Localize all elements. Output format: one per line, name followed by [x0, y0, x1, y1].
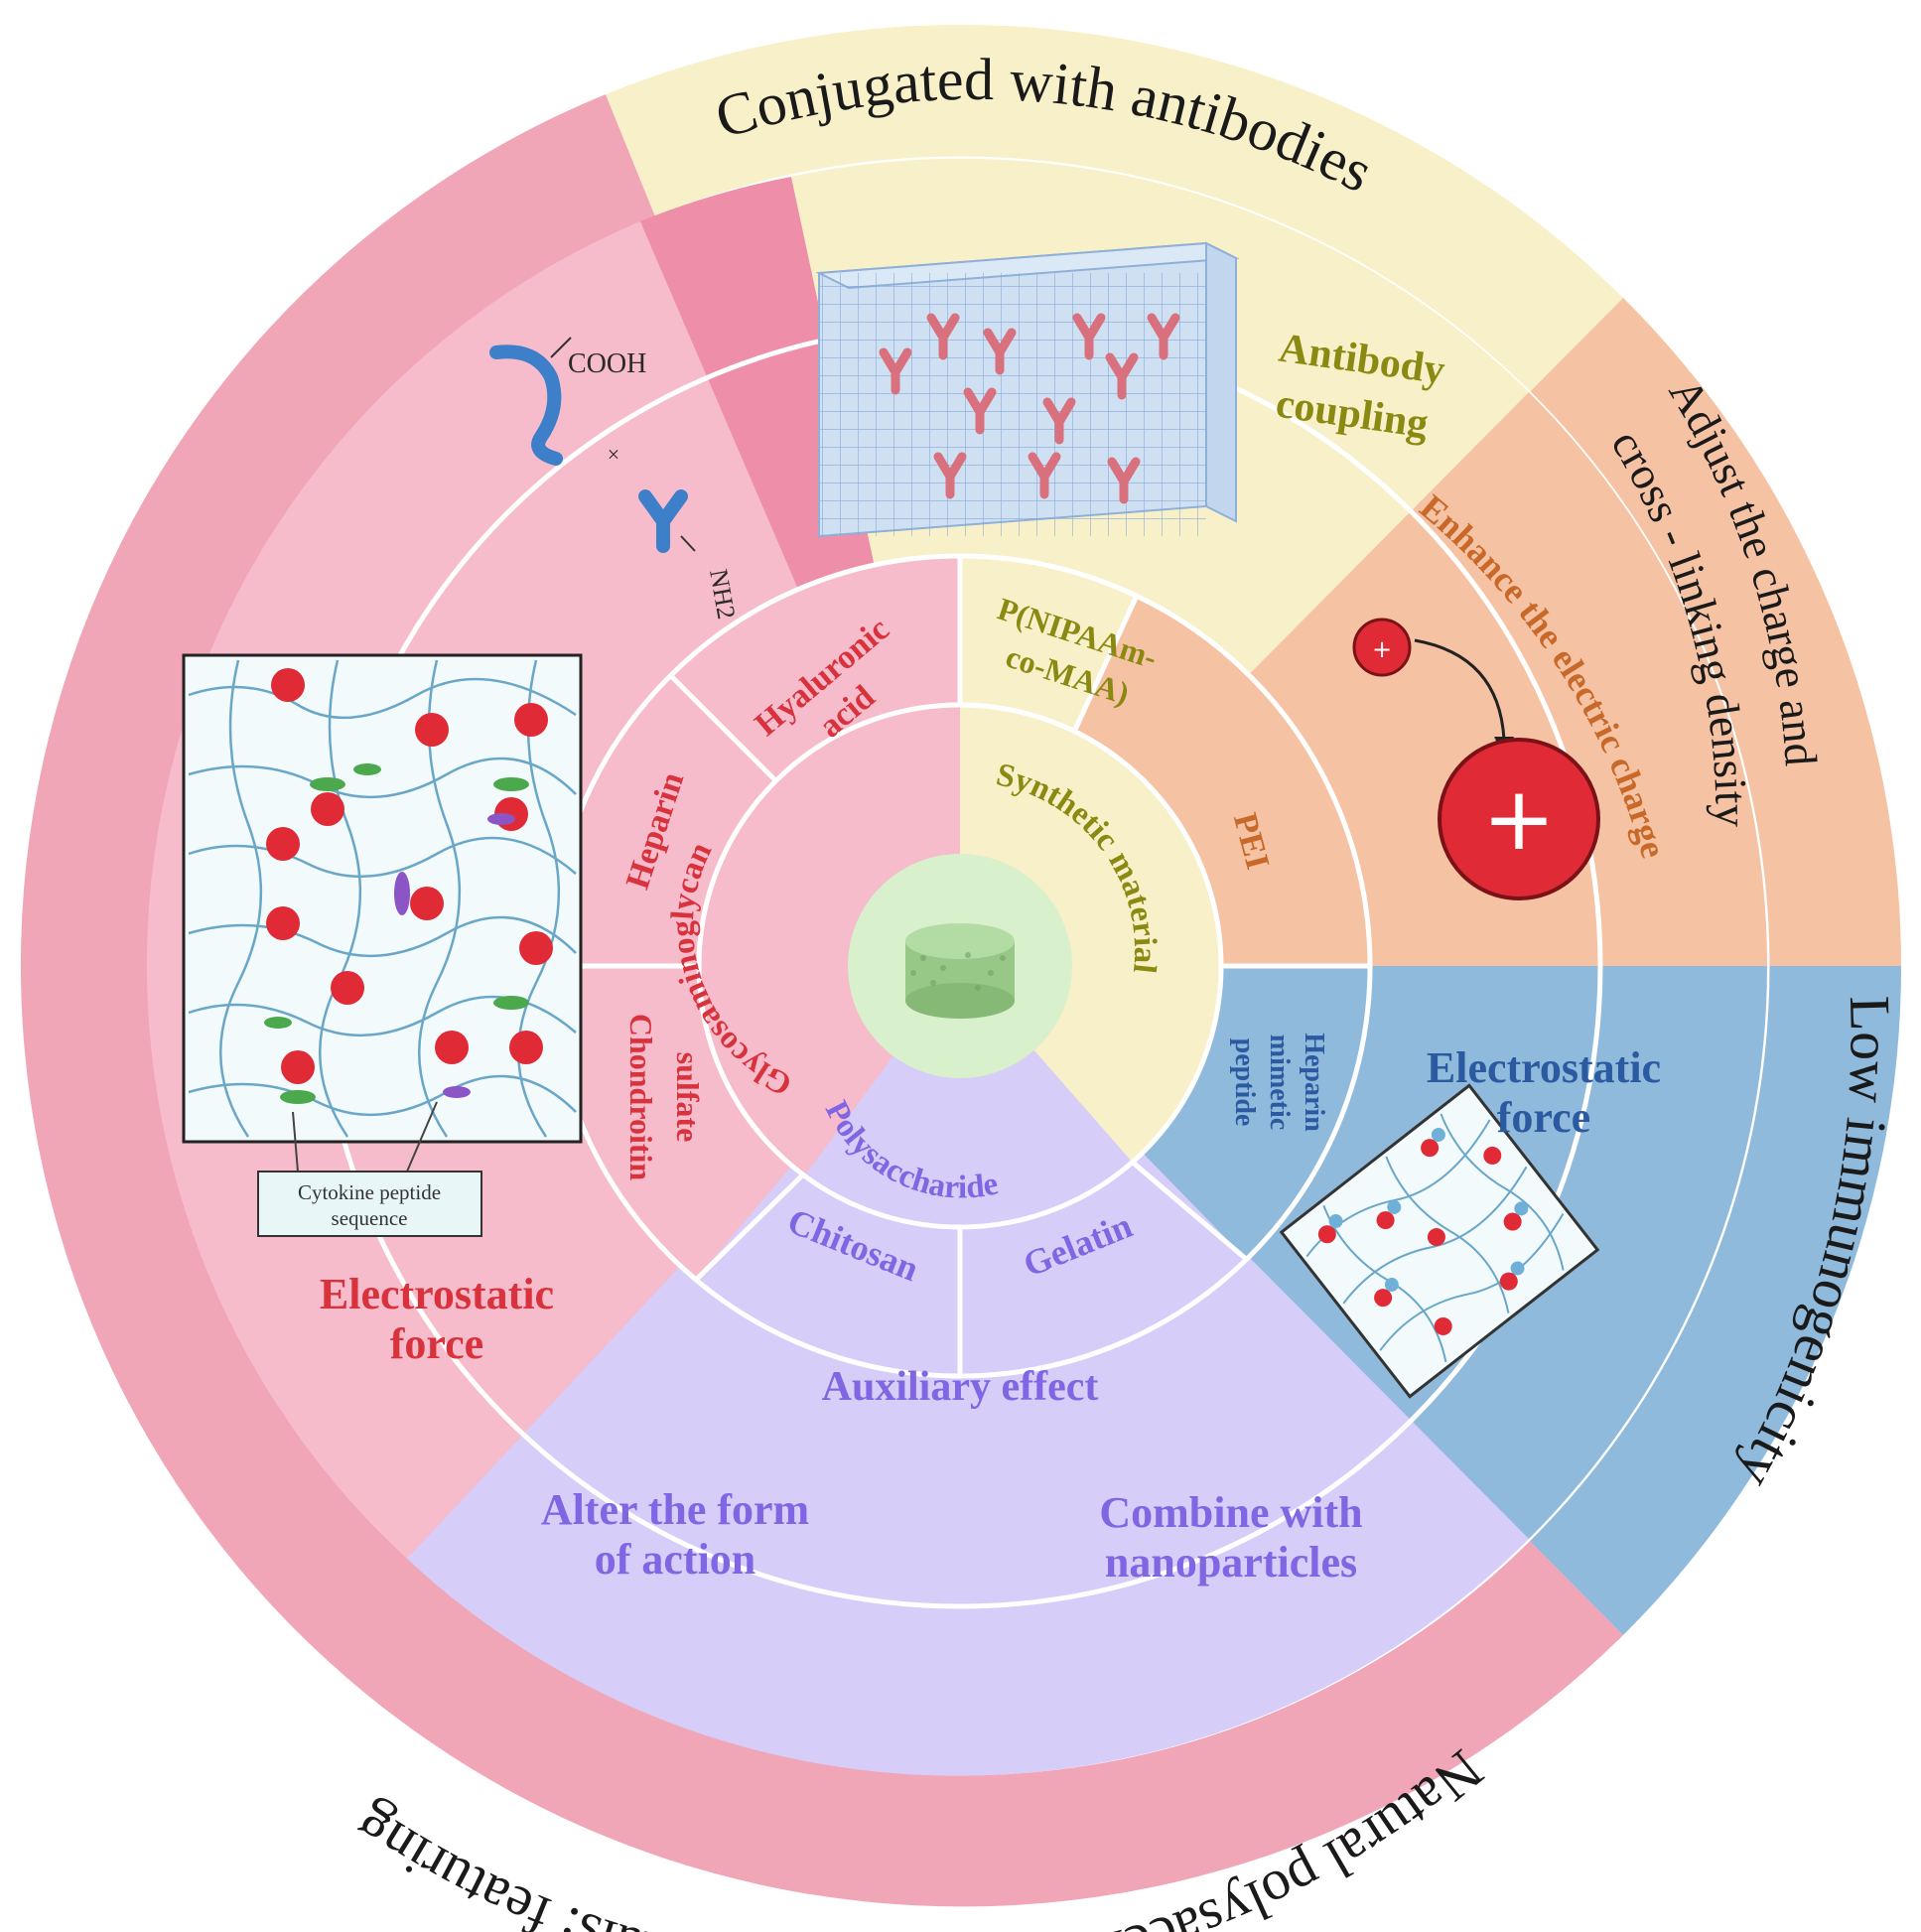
cytokine-label-2: sequence — [332, 1206, 408, 1230]
combine-nano-line1: Combine with — [1099, 1488, 1362, 1537]
svg-text:+: + — [1482, 767, 1556, 870]
sector-synthetic-category — [960, 705, 1220, 1162]
cooh-nh2-illustration: COOH × NH2 — [489, 337, 741, 621]
cytokine-chains — [264, 763, 529, 1104]
auxiliary-effect-label: Auxiliary effect — [822, 1364, 1099, 1410]
combine-nano-line2: nanoparticles — [1105, 1538, 1357, 1587]
alter-form-line1: Alter the form — [541, 1485, 809, 1534]
electrostatic-blue-line2: force — [1497, 1093, 1590, 1142]
radial-separators — [550, 556, 1370, 1376]
alter-form-line2: of action — [595, 1535, 756, 1584]
category-ring — [697, 704, 1220, 1228]
heparin-mimetic-line3: peptide — [1229, 1038, 1260, 1127]
sector-glyco-category — [697, 704, 960, 1176]
chondroitin-line2: sulfate — [670, 1052, 706, 1143]
scaffold-cylinder-icon — [905, 923, 1015, 1019]
charge-enhance-illustration: + + — [1352, 618, 1600, 900]
positive-charge-dots — [266, 668, 553, 1084]
sector-poly-category — [804, 966, 1132, 1228]
svg-text:×: × — [608, 442, 619, 467]
electrostatic-pink-line2: force — [390, 1319, 483, 1368]
svg-text:+: + — [1372, 635, 1392, 663]
blue-network-illustration — [1279, 1083, 1600, 1399]
heparin-mimetic-line1: Heparin — [1299, 1033, 1329, 1132]
antibody-icons — [879, 313, 1180, 504]
cytokine-label-1: Cytokine peptide — [298, 1180, 441, 1204]
antibody-hydrogel-cube — [815, 241, 1240, 538]
pink-network-illustration: Cytokine peptide sequence — [182, 653, 583, 1237]
chondroitin-line1: Chondroitin — [623, 1014, 659, 1181]
heparin-mimetic-line2: mimetic — [1264, 1035, 1295, 1130]
electrostatic-pink-line1: Electrostatic — [320, 1270, 554, 1318]
electrostatic-blue-line1: Electrostatic — [1427, 1043, 1661, 1092]
cooh-label: COOH — [568, 348, 646, 379]
